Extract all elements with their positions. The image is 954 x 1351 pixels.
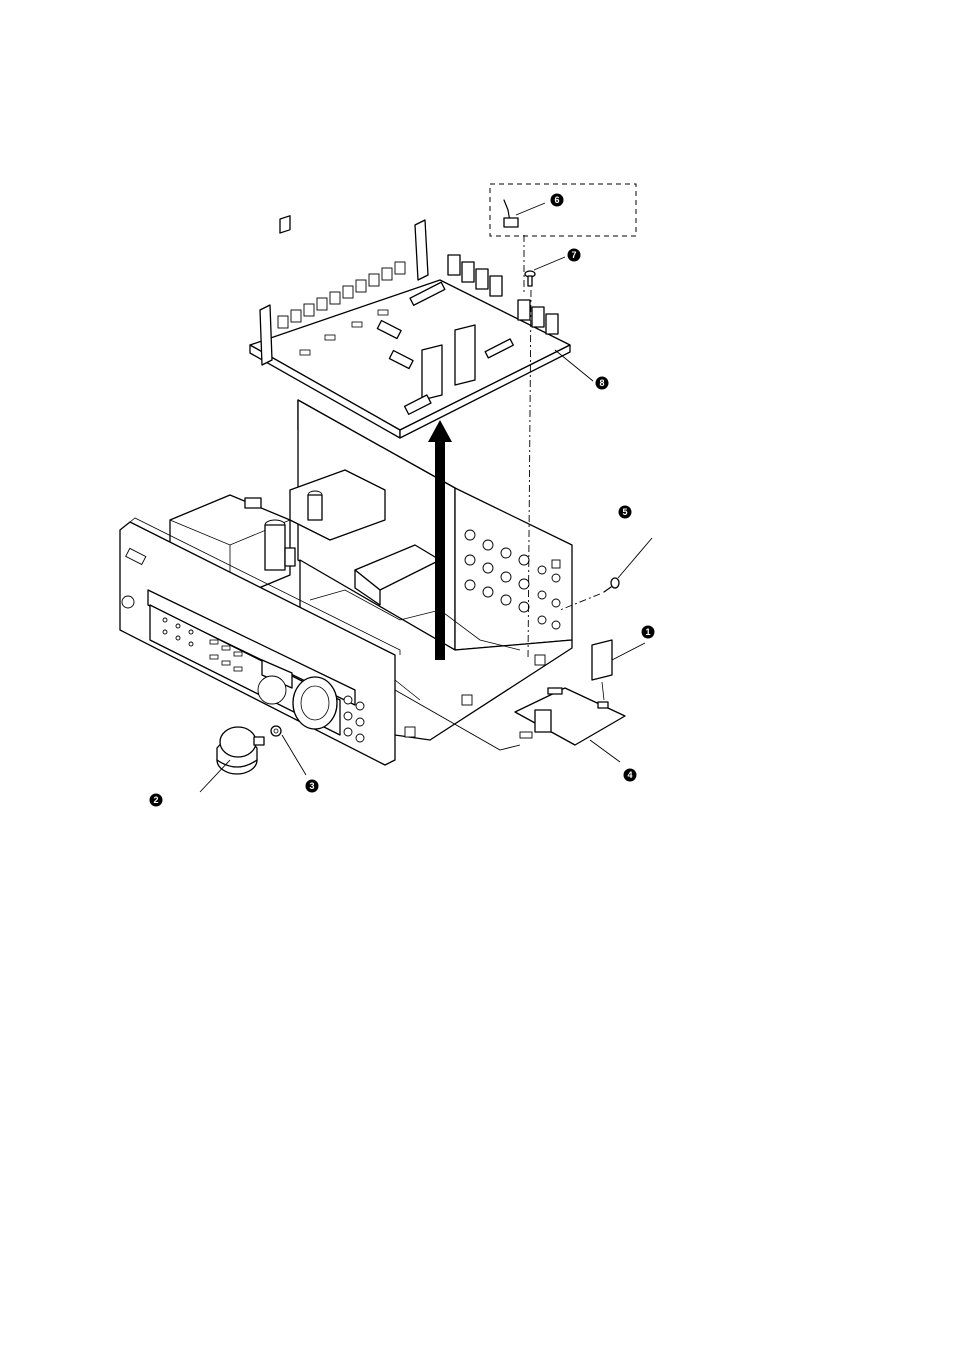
callout-1-label: 1 xyxy=(645,627,650,637)
nut-washer xyxy=(271,726,281,736)
callout-4: 4 xyxy=(624,769,637,782)
callout-1: 1 xyxy=(642,626,655,639)
callout-8-label: 8 xyxy=(599,378,604,388)
flat-cable-connector xyxy=(504,200,518,227)
callout-2: 2 xyxy=(150,794,163,807)
callout-5-label: 5 xyxy=(622,507,627,517)
callout-6: 6 xyxy=(551,194,564,207)
callout-3-label: 3 xyxy=(309,781,314,791)
callout-5: 5 xyxy=(619,506,632,519)
screw-7 xyxy=(525,271,535,286)
flat-cable xyxy=(592,640,612,700)
callout-2-label: 2 xyxy=(153,795,158,805)
callout-8: 8 xyxy=(596,377,609,390)
callout-6-label: 6 xyxy=(554,195,559,205)
connector-detail-box xyxy=(490,184,636,236)
callout-7: 7 xyxy=(568,249,581,262)
callout-3: 3 xyxy=(306,780,319,793)
callout-4-label: 4 xyxy=(627,770,632,780)
callout-7-label: 7 xyxy=(571,250,576,260)
